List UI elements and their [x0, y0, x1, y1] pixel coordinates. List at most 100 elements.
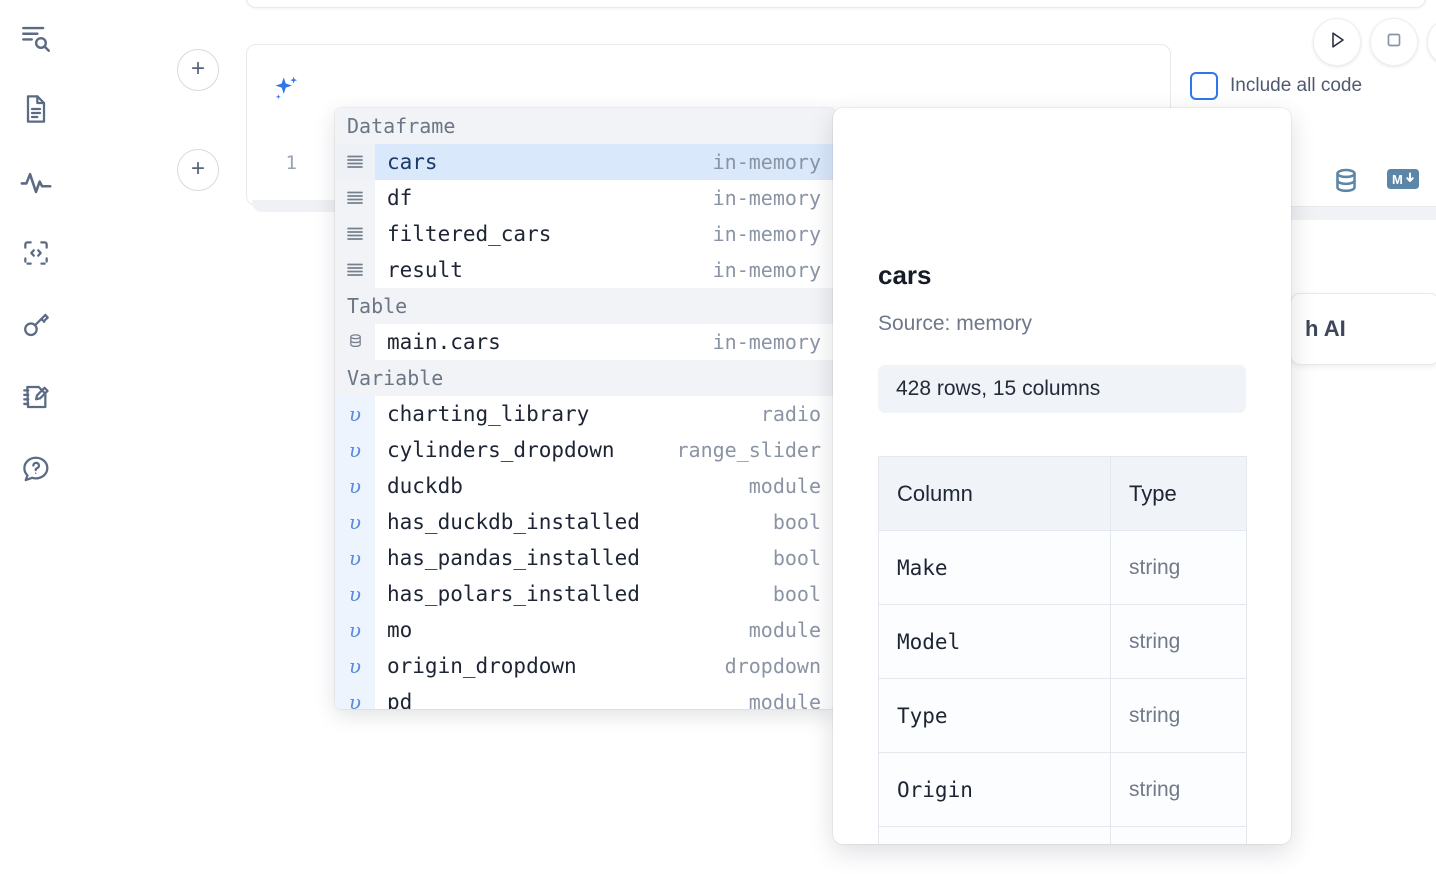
plus-icon: +	[190, 155, 205, 182]
ai-prompt-input[interactable]: @	[335, 71, 1135, 146]
variable-icon: υ	[335, 648, 375, 684]
variable-icon: υ	[335, 396, 375, 432]
activity-icon	[19, 165, 53, 199]
svg-text:M: M	[1392, 172, 1403, 187]
autocomplete-item-name: df	[387, 186, 413, 210]
autocomplete-item-name: has_pandas_installed	[387, 546, 640, 570]
cell-toolbar: M	[1330, 166, 1420, 198]
generate-with-ai-label: h AI	[1305, 316, 1346, 341]
autocomplete-item-meta: module	[748, 618, 821, 642]
table-header-row: Column Type	[878, 456, 1247, 531]
column-header: Column	[878, 456, 1111, 531]
schema-column-name: Model	[878, 604, 1111, 679]
autocomplete-item-name: has_polars_installed	[387, 582, 640, 606]
include-all-code-label: Include all code	[1230, 75, 1363, 96]
autocomplete-item-name: origin_dropdown	[387, 654, 577, 678]
variable-icon: υ	[335, 612, 375, 648]
autocomplete-item-name: charting_library	[387, 402, 590, 426]
detail-source: Source: memory	[878, 312, 1033, 335]
markdown-icon[interactable]: M	[1386, 166, 1420, 198]
variable-icon: υ	[335, 540, 375, 576]
include-all-code-row[interactable]: Include all code	[1190, 72, 1362, 100]
add-cell-below-button[interactable]: +	[177, 149, 219, 191]
schema-column-name: Type	[878, 678, 1111, 753]
type-header: Type	[1110, 456, 1247, 531]
dataframe-icon	[335, 180, 375, 216]
plus-icon: +	[190, 55, 205, 82]
add-cell-above-button[interactable]: +	[177, 49, 219, 91]
autocomplete-item-name: cars	[387, 150, 438, 174]
autocomplete-item[interactable]: υ has_pandas_installed bool	[335, 540, 835, 576]
autocomplete-item[interactable]: υ origin_dropdown dropdown	[335, 648, 835, 684]
variable-icon: υ	[335, 468, 375, 504]
autocomplete-item-name: has_duckdb_installed	[387, 510, 640, 534]
autocomplete-section-header: Dataframe	[335, 108, 835, 144]
schema-column-type: string	[1110, 604, 1247, 679]
autocomplete-item-name: mo	[387, 618, 413, 642]
variable-icon: υ	[335, 576, 375, 612]
sidebar-item-outline-search[interactable]	[12, 14, 60, 62]
autocomplete-item-meta: range_slider	[676, 438, 822, 462]
generate-with-ai-chip[interactable]: h AI	[1290, 293, 1436, 365]
autocomplete-item-meta: radio	[760, 402, 821, 426]
autocomplete-section-header: Table	[335, 288, 835, 324]
snippets-icon	[20, 237, 52, 269]
sidebar-item-secrets[interactable]	[12, 301, 60, 349]
previous-cell-card	[246, 0, 1426, 8]
play-icon	[1325, 28, 1349, 57]
dataframe-icon	[335, 144, 375, 180]
sidebar-item-activity[interactable]	[12, 158, 60, 206]
run-cell-button[interactable]	[1313, 18, 1361, 66]
outline-search-icon	[19, 21, 53, 55]
secrets-key-icon	[20, 309, 52, 341]
autocomplete-item[interactable]: υ has_polars_installed bool	[335, 576, 835, 612]
dataframe-icon	[335, 252, 375, 288]
autocomplete-item-name: filtered_cars	[387, 222, 552, 246]
variable-icon: υ	[335, 432, 375, 468]
autocomplete-item-name: main.cars	[387, 330, 501, 354]
database-icon	[335, 324, 375, 360]
dataframe-icon	[335, 216, 375, 252]
sidebar-item-snippets[interactable]	[12, 229, 60, 277]
autocomplete-item-name: pd	[387, 690, 413, 709]
sidebar-item-help[interactable]	[12, 445, 60, 493]
autocomplete-item-meta: dropdown	[724, 654, 821, 678]
sidebar-item-scratchpad[interactable]	[12, 373, 60, 421]
more-actions-button[interactable]	[1427, 18, 1436, 66]
stop-square-icon	[1383, 29, 1405, 56]
autocomplete-item[interactable]: υ charting_library radio	[335, 396, 835, 432]
schema-column-type: string	[1110, 752, 1247, 827]
autocomplete-item-meta: module	[748, 690, 821, 709]
autocomplete-item[interactable]: υ has_duckdb_installed bool	[335, 504, 835, 540]
autocomplete-item-meta: bool	[772, 582, 821, 606]
autocomplete-item[interactable]: df in-memory	[335, 180, 835, 216]
autocomplete-item-meta: bool	[772, 546, 821, 570]
detail-shape-badge: 428 rows, 15 columns	[878, 365, 1246, 413]
autocomplete-item-meta: in-memory	[712, 186, 821, 210]
autocomplete-item-name: duckdb	[387, 474, 463, 498]
autocomplete-item-meta: bool	[772, 510, 821, 534]
file-explorer-icon	[20, 93, 52, 125]
variable-icon: υ	[335, 504, 375, 540]
stop-cell-button[interactable]	[1370, 18, 1418, 66]
autocomplete-item-meta: module	[748, 474, 821, 498]
database-icon[interactable]	[1330, 166, 1364, 198]
table-row: DriveTrainstring	[878, 826, 1247, 844]
autocomplete-section-header: Variable	[335, 360, 835, 396]
include-all-code-checkbox[interactable]	[1190, 72, 1218, 100]
line-number: 1	[285, 152, 297, 174]
sidebar-item-file-explorer[interactable]	[12, 85, 60, 133]
